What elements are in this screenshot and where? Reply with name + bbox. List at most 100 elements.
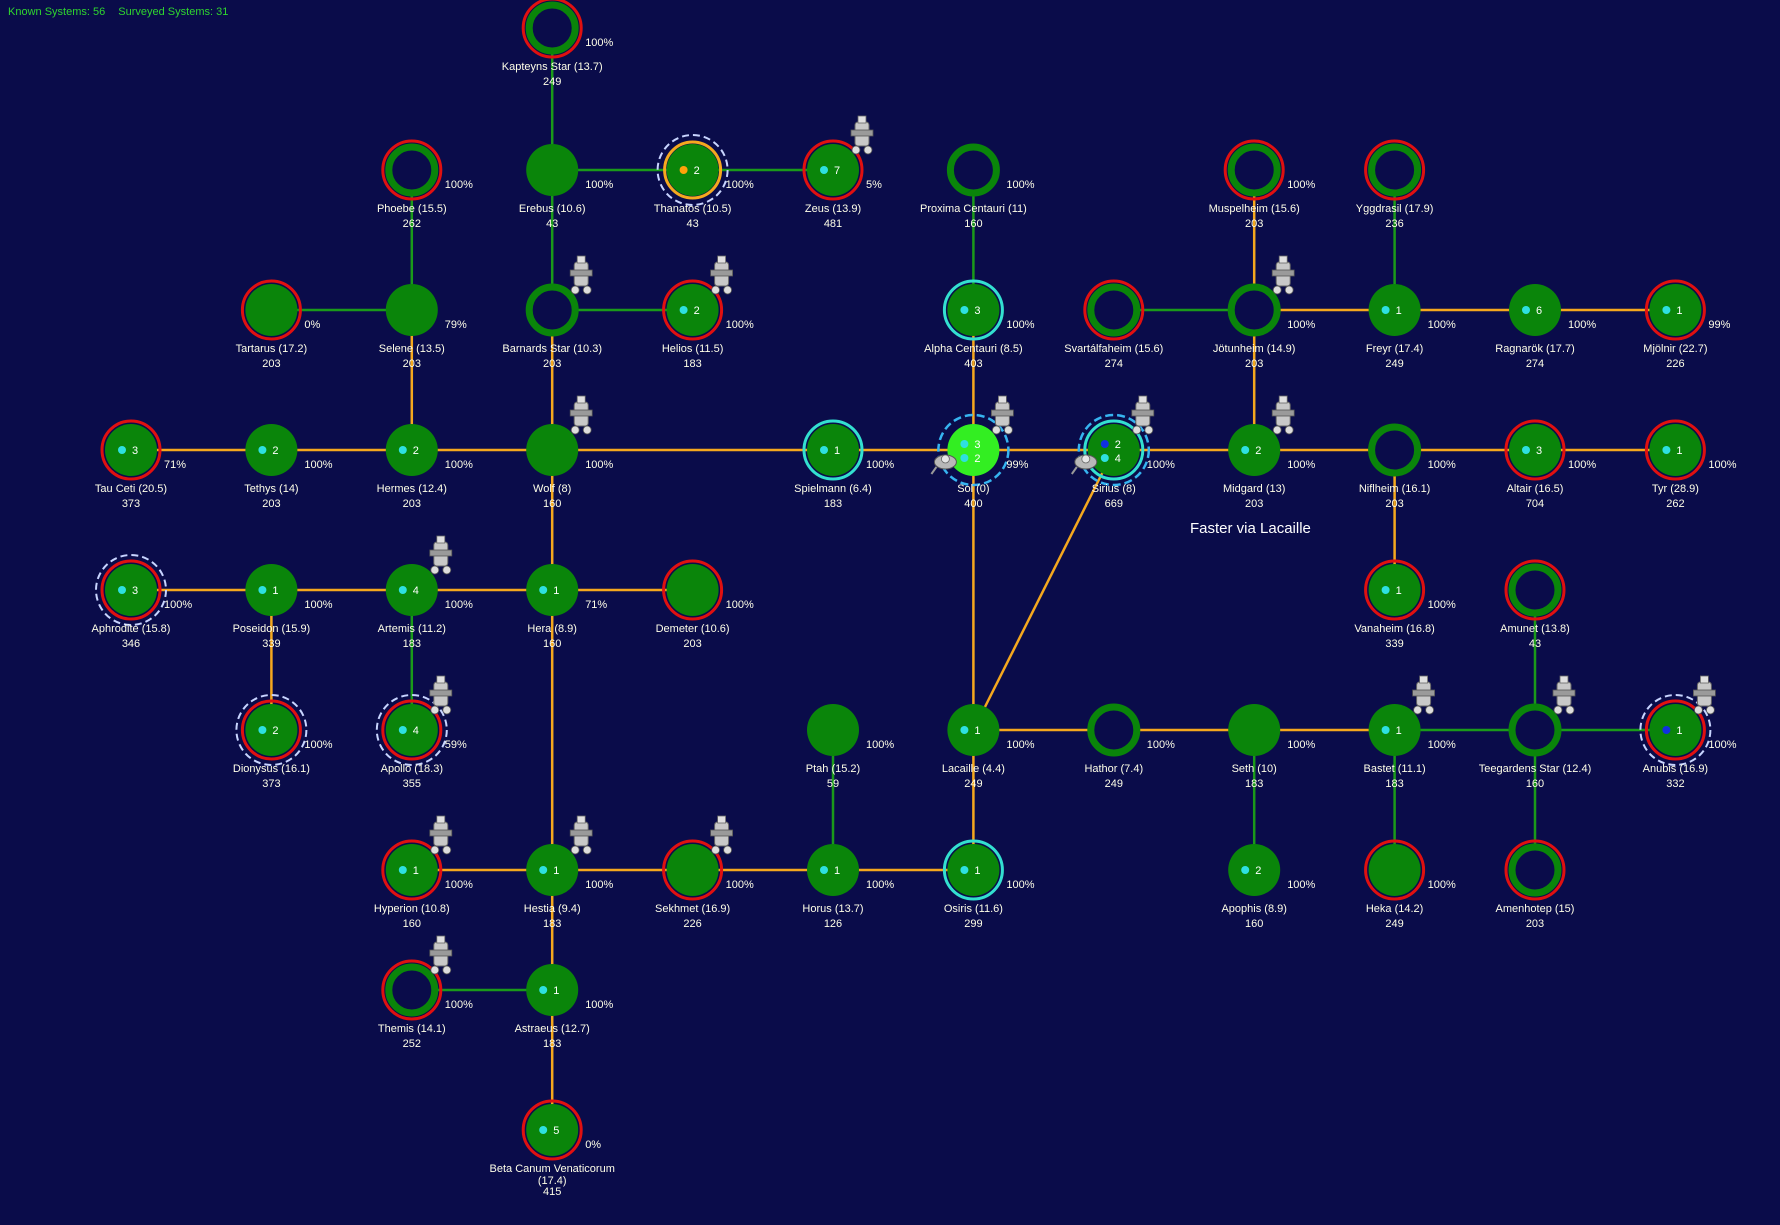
- planet-body[interactable]: [385, 844, 438, 896]
- system-selene[interactable]: 79%Selene (13.5)203: [379, 284, 467, 370]
- planet-body[interactable]: [1649, 284, 1702, 336]
- ship-icon[interactable]: [569, 255, 593, 295]
- planet-body[interactable]: [807, 704, 859, 756]
- planet-body[interactable]: [1368, 423, 1422, 477]
- planet-body[interactable]: [526, 564, 579, 616]
- planet-body[interactable]: [1368, 704, 1421, 756]
- system-sekhmet[interactable]: 100%Sekhmet (16.9)226: [655, 815, 754, 930]
- planet-body[interactable]: [385, 143, 439, 197]
- planet-body[interactable]: [1509, 424, 1561, 476]
- planet-body[interactable]: [526, 144, 579, 196]
- system-yggdrasil[interactable]: Yggdrasil (17.9)236: [1356, 139, 1434, 230]
- system-jotunheim[interactable]: 100%Jötunheim (14.9)203: [1213, 255, 1316, 370]
- ship-icon[interactable]: [1552, 675, 1576, 715]
- probe-icon[interactable]: [930, 454, 957, 475]
- planet-body[interactable]: [1649, 704, 1702, 756]
- system-ptah[interactable]: 100%Ptah (15.2)59: [806, 704, 895, 790]
- ship-icon[interactable]: [1271, 255, 1295, 295]
- system-amenhotep[interactable]: Amenhotep (15)203: [1496, 839, 1575, 930]
- system-proxima[interactable]: 100%Proxima Centauri (11)160: [920, 143, 1035, 230]
- planet-body[interactable]: [1228, 704, 1281, 756]
- planet-body[interactable]: [1508, 703, 1562, 757]
- probe-icon[interactable]: [1070, 454, 1098, 475]
- system-tartarus[interactable]: 0%Tartarus (17.2)203: [236, 279, 321, 370]
- system-barnards[interactable]: Barnards Star (10.3)203: [502, 255, 602, 370]
- planet-body[interactable]: [1509, 284, 1561, 336]
- ship-icon[interactable]: [1412, 675, 1435, 715]
- ship-icon[interactable]: [1693, 675, 1716, 715]
- system-muspelheim[interactable]: 100%Muspelheim (15.6)203: [1209, 139, 1316, 230]
- planet-body[interactable]: [1087, 703, 1141, 757]
- ship-icon[interactable]: [1131, 395, 1155, 435]
- system-wolf[interactable]: 100%Wolf (8)160: [526, 395, 614, 510]
- planet-body[interactable]: [525, 1, 579, 55]
- planet-body[interactable]: [526, 964, 579, 1016]
- planet-body[interactable]: [807, 144, 859, 196]
- planet-body[interactable]: [105, 564, 157, 616]
- system-phoebe[interactable]: 100%Phoebe (15.5)262: [377, 139, 473, 230]
- planet-body[interactable]: [946, 143, 1000, 197]
- ship-icon[interactable]: [429, 675, 453, 715]
- system-niflheim[interactable]: 100%Niflheim (16.1)203: [1359, 423, 1456, 510]
- planet-body[interactable]: [1227, 143, 1281, 197]
- ship-icon[interactable]: [991, 395, 1014, 435]
- ship-icon[interactable]: [569, 395, 593, 435]
- planet-body[interactable]: [1508, 843, 1562, 897]
- planet-body[interactable]: [385, 284, 438, 336]
- planet-body[interactable]: [1227, 283, 1281, 337]
- ship-icon[interactable]: [429, 815, 453, 855]
- planet-body[interactable]: [1368, 564, 1421, 616]
- planet-body[interactable]: [245, 424, 298, 476]
- planet-body[interactable]: [1368, 844, 1421, 896]
- planet-body[interactable]: [1649, 424, 1702, 476]
- system-teegarden[interactable]: Teegardens Star (12.4)160: [1479, 675, 1592, 790]
- system-amunet[interactable]: Amunet (13.8)43: [1500, 559, 1570, 650]
- system-themis[interactable]: 100%Themis (14.1)252: [378, 935, 473, 1050]
- planet-body[interactable]: [1228, 844, 1281, 896]
- planet-body[interactable]: [526, 844, 579, 896]
- planet-body[interactable]: [947, 284, 1000, 336]
- planet-body[interactable]: [245, 704, 298, 756]
- planet-body[interactable]: [1368, 143, 1422, 197]
- planet-body[interactable]: [666, 564, 719, 616]
- ship-icon[interactable]: [1271, 395, 1295, 435]
- planet-body[interactable]: [525, 283, 579, 337]
- planet-body[interactable]: [947, 424, 1000, 476]
- planet-body[interactable]: [385, 963, 439, 1017]
- planet-body[interactable]: [947, 844, 1000, 896]
- planet-body[interactable]: [1228, 424, 1281, 476]
- planet-body[interactable]: [666, 284, 719, 336]
- ship-icon[interactable]: [710, 255, 733, 295]
- planet-body[interactable]: [526, 1104, 579, 1156]
- system-betacanum[interactable]: 50%Beta Canum Venaticorum(17.4)415: [490, 1099, 615, 1198]
- planet-body[interactable]: [666, 844, 719, 896]
- planet-body[interactable]: [807, 424, 859, 476]
- planet-body[interactable]: [245, 284, 298, 336]
- ship-icon[interactable]: [710, 815, 733, 855]
- system-zeus[interactable]: 75%Zeus (13.9)481: [802, 115, 882, 230]
- planet-body[interactable]: [385, 564, 438, 616]
